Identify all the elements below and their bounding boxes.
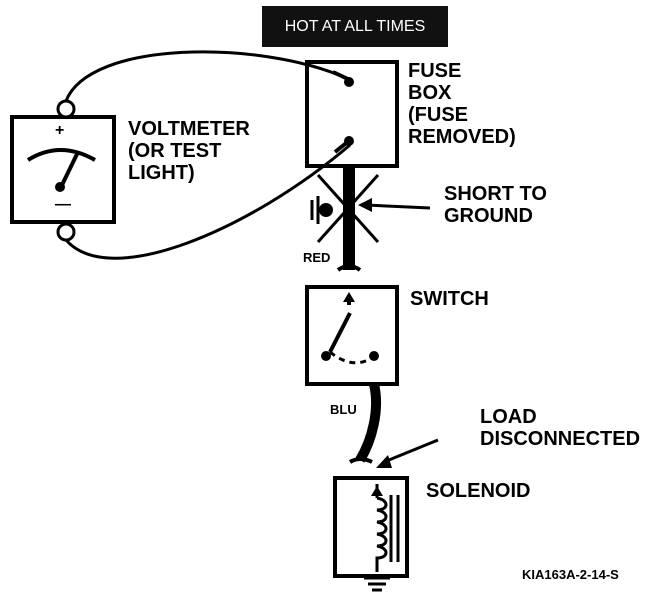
meter-minus-sign: —	[55, 196, 71, 213]
lead-top	[64, 50, 347, 102]
switch-box	[305, 285, 399, 386]
fuse-box	[305, 60, 399, 168]
solenoid-label: SOLENOID	[426, 480, 531, 502]
voltmeter-top-terminal	[56, 99, 76, 119]
meter-needle	[60, 151, 80, 186]
voltmeter-label: VOLTMETER (OR TEST LIGHT)	[128, 118, 250, 184]
switch-arm	[328, 312, 352, 353]
short-x-2	[316, 173, 380, 244]
lead-bottom	[64, 143, 351, 260]
solenoid-coil	[375, 496, 388, 572]
load-disconnected-label: LOAD DISCONNECTED	[480, 406, 641, 450]
red-wire-label: RED	[303, 250, 331, 265]
hot-at-all-times-banner: HOT AT ALL TIMES	[262, 6, 448, 47]
short-arrow	[364, 203, 431, 210]
meter-scale	[26, 148, 96, 162]
switch-label: SWITCH	[410, 288, 489, 310]
fuse-box-label: FUSE BOX (FUSE REMOVED)	[408, 60, 516, 148]
load-arrow	[383, 438, 439, 464]
blu-wire-label: BLU	[330, 402, 357, 417]
figure-id: KIA163A-2-14-S	[522, 567, 619, 582]
short-to-ground-label: SHORT TO GROUND	[444, 183, 547, 227]
blu-wire	[355, 382, 381, 463]
solenoid-box	[333, 476, 409, 578]
meter-plus-sign: +	[55, 122, 65, 139]
voltmeter-bottom-terminal	[56, 222, 76, 242]
